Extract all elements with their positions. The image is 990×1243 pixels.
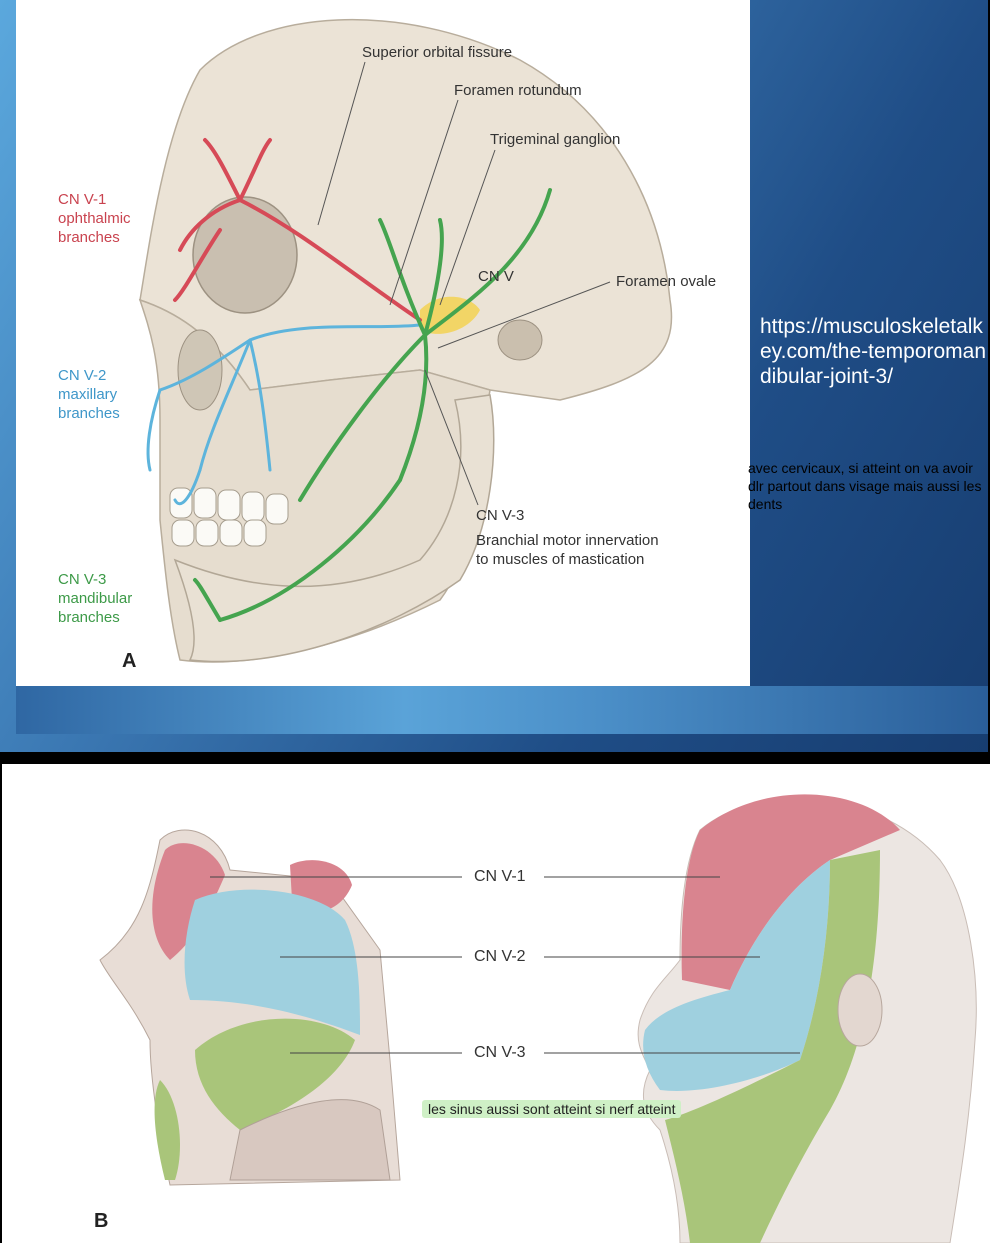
cn-v3-branches-word: branches [58, 609, 120, 626]
label-cn-v: CN V [478, 268, 514, 285]
figure-a-illustration [138, 18, 673, 663]
label-foramen-rotundum: Foramen rotundum [454, 82, 582, 99]
cn-v2-nerves [146, 323, 422, 506]
label-cn-v1-branches: CN V-1 ophthalmic branches [58, 190, 131, 247]
label-superior-orbital-fissure: Superior orbital fissure [362, 44, 513, 61]
cn-v2-name: maxillary [58, 386, 118, 403]
label-foramen-ovale: Foramen ovale [616, 273, 717, 290]
leader-lines [317, 61, 611, 506]
source-url-link[interactable]: https://musculoskeletalkey.com/the-tempo… [760, 315, 987, 388]
cn-v1-branches-word: branches [58, 229, 120, 246]
cn-v3-center-title: CN V-3 [476, 507, 525, 524]
branchial-line-1: Branchial motor innervation [476, 532, 659, 549]
teeth [169, 487, 289, 547]
label-branchial-motor: CN V-3 Branchial motor innervation to mu… [476, 506, 659, 569]
cn-v1-title: CN V-1 [58, 191, 107, 208]
slide-divider [0, 752, 990, 764]
cn-v3-nerves [193, 188, 552, 622]
ear-opening [497, 319, 543, 361]
cn-v1-name: ophthalmic [58, 210, 131, 227]
cn-v3-title: CN V-3 [58, 571, 107, 588]
cn-v2-title: CN V-2 [58, 367, 107, 384]
label-cn-v3-branches: CN V-3 mandibular branches [58, 570, 132, 627]
label-trigeminal-ganglion: Trigeminal ganglion [490, 131, 621, 148]
panel-letter-a: A [122, 650, 137, 672]
orbit [192, 196, 298, 314]
cn-v3-name: mandibular [58, 590, 133, 607]
cn-v1-nerves [173, 138, 422, 322]
slide-note-text: avec cervicaux, si atteint on va avoir d… [748, 460, 982, 512]
figure-b-panel [2, 764, 990, 1243]
mandible [173, 394, 495, 663]
sinus-note-highlight: les sinus aussi sont atteint si nerf att… [422, 1100, 682, 1118]
label-b-cn-v1: CN V-1 [474, 868, 526, 885]
panel-letter-b: B [94, 1210, 109, 1232]
branchial-line-2: to muscles of mastication [476, 551, 645, 568]
label-b-cn-v2: CN V-2 [474, 948, 526, 965]
slide-bottom-bar [16, 686, 988, 734]
cn-v2-branches-word: branches [58, 405, 120, 422]
label-b-cn-v3: CN V-3 [474, 1044, 526, 1061]
label-cn-v2-branches: CN V-2 maxillary branches [58, 366, 120, 423]
